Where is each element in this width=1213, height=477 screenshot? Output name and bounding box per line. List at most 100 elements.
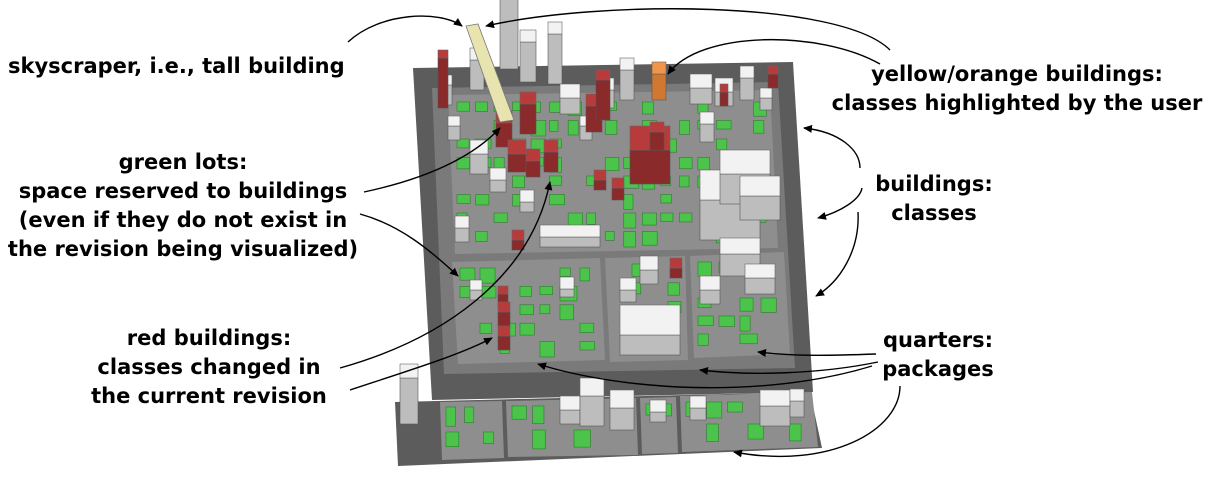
white-building-side bbox=[560, 410, 580, 424]
red-building-top bbox=[768, 66, 778, 74]
white-building bbox=[500, 0, 518, 69]
white-building-side bbox=[700, 124, 714, 142]
red-building-top bbox=[512, 230, 524, 240]
red-building-top bbox=[526, 149, 540, 161]
green-lot bbox=[540, 286, 553, 294]
red-building-side bbox=[498, 336, 510, 350]
green-lot bbox=[457, 139, 469, 148]
label-green-lots: green lots: space reserved to buildings … bbox=[2, 148, 364, 264]
white-building-side bbox=[690, 88, 712, 104]
white-building bbox=[470, 140, 488, 174]
white-building-side bbox=[520, 42, 536, 82]
white-building bbox=[560, 277, 574, 297]
red-building-top bbox=[720, 84, 728, 92]
label-red-buildings-line-1: red buildings: bbox=[78, 324, 340, 353]
white-building-top bbox=[720, 150, 770, 174]
white-building-side bbox=[400, 378, 418, 424]
white-building-side bbox=[455, 228, 469, 242]
white-building bbox=[690, 396, 706, 420]
white-building-side bbox=[490, 180, 506, 192]
green-lot bbox=[740, 334, 757, 344]
white-building bbox=[560, 84, 580, 114]
green-lot bbox=[476, 232, 488, 242]
green-lot bbox=[540, 342, 554, 357]
green-lot bbox=[550, 121, 558, 132]
green-lot bbox=[446, 432, 459, 447]
white-building bbox=[740, 66, 754, 100]
green-lot bbox=[533, 406, 544, 424]
white-building-side bbox=[650, 412, 666, 422]
white-building-top bbox=[690, 396, 706, 408]
green-lot bbox=[716, 139, 726, 150]
red-building-top bbox=[508, 140, 526, 154]
white-building-side bbox=[470, 290, 482, 300]
label-green-lots-line-3: (even if they do not exist in bbox=[2, 206, 364, 235]
white-building-top bbox=[580, 378, 604, 396]
red-building-top bbox=[498, 286, 508, 294]
orange-building-side bbox=[652, 74, 666, 100]
white-building-side bbox=[760, 98, 772, 110]
red-building bbox=[526, 149, 540, 177]
white-building bbox=[620, 58, 634, 100]
green-lot bbox=[520, 286, 531, 296]
green-lot bbox=[480, 286, 496, 298]
arrow-buildings-2 bbox=[818, 188, 862, 218]
label-green-lots-line-4: the revision being visualized) bbox=[2, 235, 364, 264]
city-visualization bbox=[395, 0, 822, 466]
green-lot bbox=[661, 195, 672, 203]
white-building bbox=[760, 88, 772, 110]
red-building-top bbox=[498, 326, 510, 336]
white-building bbox=[580, 378, 604, 426]
white-building-top bbox=[560, 396, 580, 410]
red-building-side bbox=[520, 104, 536, 134]
label-buildings-line-2: classes bbox=[866, 199, 1002, 228]
red-building-top bbox=[596, 70, 610, 80]
white-building-top bbox=[560, 84, 580, 98]
white-building bbox=[620, 278, 636, 302]
white-building bbox=[448, 116, 460, 140]
label-yellow-orange: yellow/orange buildings: classes highlig… bbox=[822, 60, 1212, 118]
white-building bbox=[520, 30, 536, 82]
white-building-top bbox=[610, 390, 634, 408]
label-red-buildings: red buildings: classes changed in the cu… bbox=[78, 324, 340, 411]
red-building-side bbox=[544, 152, 558, 172]
white-building-top bbox=[455, 216, 469, 228]
white-building-side bbox=[610, 408, 634, 430]
green-lot bbox=[679, 121, 689, 135]
green-lot bbox=[483, 432, 493, 443]
white-building-top bbox=[548, 22, 562, 34]
green-lot bbox=[624, 232, 636, 247]
red-building-side bbox=[594, 180, 606, 190]
red-building-side bbox=[768, 74, 778, 88]
green-lot bbox=[789, 424, 801, 441]
white-building-top bbox=[700, 276, 720, 290]
white-building-side bbox=[620, 290, 636, 302]
green-lot bbox=[707, 424, 719, 442]
white-building-top bbox=[640, 256, 658, 270]
white-building bbox=[520, 190, 534, 212]
white-building-side bbox=[740, 196, 780, 220]
green-lot bbox=[460, 268, 475, 280]
white-building-top bbox=[560, 277, 574, 289]
green-lot bbox=[707, 402, 722, 418]
green-lot bbox=[580, 323, 594, 332]
red-building-top bbox=[438, 50, 448, 58]
red-building bbox=[650, 122, 664, 150]
white-building bbox=[745, 264, 775, 294]
red-building bbox=[596, 70, 610, 120]
arrow-buildings-3 bbox=[816, 212, 858, 296]
label-green-lots-line-1: green lots: bbox=[2, 148, 364, 177]
green-lot bbox=[512, 406, 526, 419]
white-building-top bbox=[790, 389, 804, 401]
green-lot bbox=[580, 268, 590, 281]
arrow-skyscraper bbox=[348, 16, 462, 42]
green-lot bbox=[605, 232, 614, 241]
red-building-side bbox=[596, 80, 610, 120]
label-quarters: quarters: packages bbox=[872, 326, 1004, 384]
label-quarters-line-2: packages bbox=[872, 355, 1004, 384]
red-building-top bbox=[498, 302, 510, 312]
green-lot bbox=[520, 305, 534, 315]
green-lot bbox=[465, 407, 474, 423]
white-building bbox=[700, 112, 714, 142]
white-building-top bbox=[720, 238, 760, 254]
